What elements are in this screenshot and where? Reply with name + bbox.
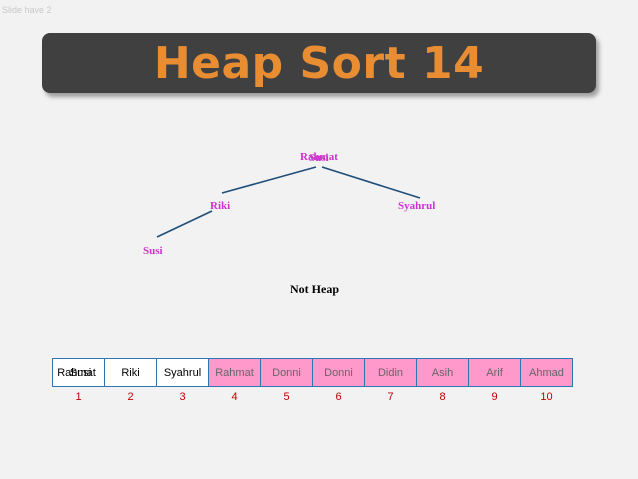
array-index-2: 2 [127, 391, 134, 403]
array-cell-9: Arif [468, 358, 521, 387]
array-cell-10: Ahmad [520, 358, 573, 387]
array-index-3: 3 [179, 391, 186, 403]
tree-node-right: Syahrul [398, 200, 436, 212]
array-cell-8: Asih [416, 358, 469, 387]
array-index-9: 9 [491, 391, 498, 403]
array-cell-1-label-b: Susi [69, 366, 92, 379]
array-cell-1-label-a: Rahmat [57, 366, 96, 379]
array-index-4: 4 [231, 391, 238, 403]
heap-status: Not Heap [290, 282, 339, 296]
slide-label: Slide have 2 [2, 5, 52, 15]
title-bar: Heap Sort 14 [42, 33, 596, 93]
tree-node-left: Riki [210, 200, 231, 212]
array-index-1: 1 [75, 391, 82, 403]
array-cell-1: Rahmat Susi [52, 358, 105, 387]
tree-node-left-left: Susi [143, 245, 163, 257]
edge-left-leftleft [156, 210, 213, 238]
tree-node-root-b: Susi [309, 152, 329, 164]
array-cell-7: Didin [364, 358, 417, 387]
array-index-5: 5 [283, 391, 290, 403]
array-index-10: 10 [540, 391, 553, 403]
array-cell-4: Rahmat [208, 358, 261, 387]
edge-root-left [221, 166, 317, 194]
array-cell-2: Riki [104, 358, 157, 387]
array-index-8: 8 [439, 391, 446, 403]
array-cell-6: Donni [312, 358, 365, 387]
array-row: Rahmat Susi Riki Syahrul Rahmat Donni Do… [52, 358, 573, 387]
array-index-row: 1 2 3 4 5 6 7 8 9 10 [52, 391, 573, 403]
page-title: Heap Sort 14 [153, 37, 485, 89]
array-index-7: 7 [387, 391, 394, 403]
edge-root-right [321, 166, 421, 199]
array-cell-5: Donni [260, 358, 313, 387]
tree-node-root-a: Rahmat [300, 151, 338, 163]
array-cell-3: Syahrul [156, 358, 209, 387]
array-index-6: 6 [335, 391, 342, 403]
